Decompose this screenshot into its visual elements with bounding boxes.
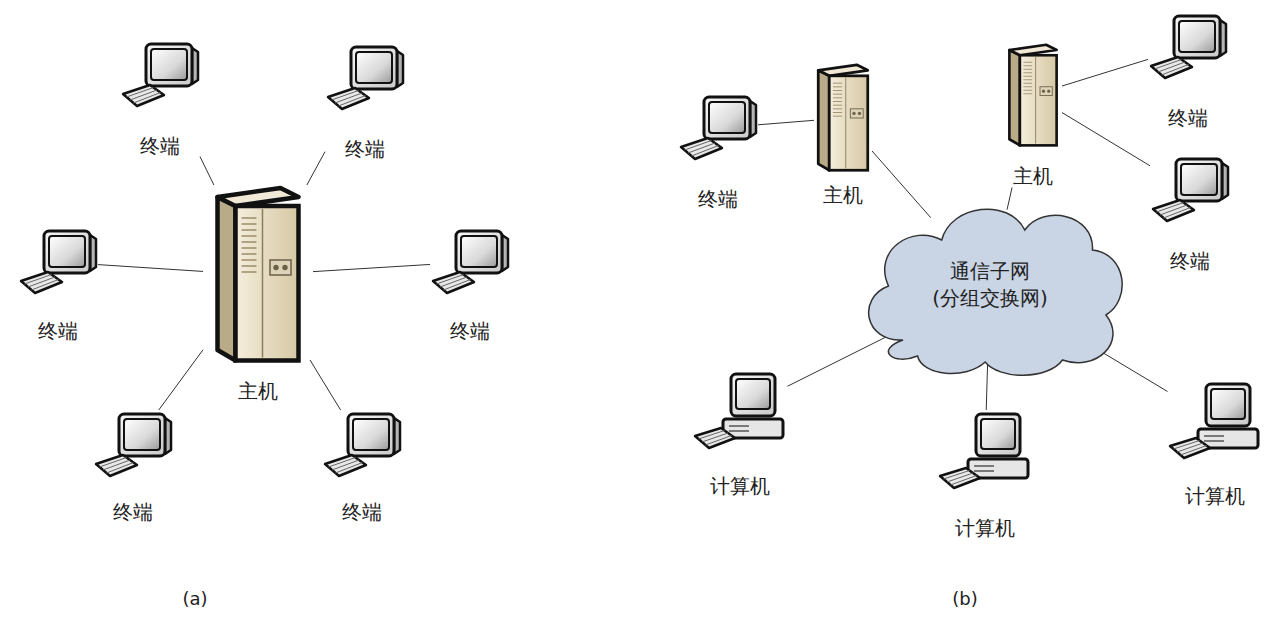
link-line — [200, 157, 214, 185]
terminal-node: 终端 — [1150, 155, 1230, 273]
computer-icon — [938, 410, 1033, 490]
node-label: 终端 — [698, 187, 738, 211]
node-label: 终端 — [345, 137, 385, 161]
link-line — [872, 151, 931, 218]
computer-node: 计算机 — [693, 370, 788, 498]
host-node: 主机 — [1004, 43, 1062, 188]
link-line — [313, 264, 430, 271]
host-node: 主机 — [814, 63, 872, 207]
terminal-node: 终端 — [1148, 12, 1228, 130]
node-label: 计算机 — [710, 474, 770, 498]
terminal-icon — [93, 410, 173, 480]
node-label: 终端 — [450, 319, 490, 343]
terminal-node: 终端 — [120, 40, 200, 158]
figure-tag: (a) — [182, 588, 207, 609]
terminal-icon — [1150, 155, 1230, 225]
link-line — [1007, 188, 1012, 210]
link-line — [1062, 113, 1150, 166]
terminal-node: 终端 — [322, 410, 402, 524]
computer-icon — [693, 370, 788, 450]
link-line — [310, 360, 341, 410]
terminal-node: 终端 — [430, 227, 510, 343]
terminal-icon — [678, 93, 758, 163]
figure-tag: (b) — [952, 588, 977, 609]
node-label: 通信子网 (分组交换网) — [920, 258, 1060, 312]
terminal-node: 终端 — [325, 43, 405, 161]
computer-node: 计算机 — [938, 410, 1033, 540]
terminal-node: 终端 — [93, 410, 173, 524]
subnet-cloud: 通信子网 (分组交换网) — [845, 190, 1135, 380]
server-icon — [1004, 43, 1062, 148]
node-label: 终端 — [113, 500, 153, 524]
node-label: 终端 — [38, 319, 78, 343]
link-line — [986, 361, 987, 410]
server-icon — [203, 185, 313, 365]
link-line — [788, 334, 893, 386]
link-line — [1062, 59, 1148, 86]
node-label: 终端 — [342, 500, 382, 524]
link-line — [758, 120, 814, 124]
computer-icon — [1168, 380, 1263, 460]
terminal-icon — [430, 227, 510, 297]
node-label: 终端 — [1168, 106, 1208, 130]
node-label: 主机 — [238, 379, 278, 403]
link-line — [159, 350, 203, 410]
node-label: 主机 — [1013, 164, 1053, 188]
node-label: 终端 — [1170, 249, 1210, 273]
terminal-icon — [322, 410, 402, 480]
node-label: 终端 — [140, 134, 180, 158]
node-label: 计算机 — [1185, 484, 1245, 508]
link-line — [307, 152, 325, 185]
terminal-icon — [1148, 12, 1228, 82]
node-label: 主机 — [823, 183, 863, 207]
terminal-icon — [325, 43, 405, 113]
link-line — [98, 265, 203, 272]
terminal-node: 终端 — [18, 227, 98, 343]
host-node: 主机 — [203, 185, 313, 403]
cloud-outline — [845, 190, 1135, 380]
server-icon — [814, 63, 872, 173]
computer-node: 计算机 — [1168, 380, 1263, 508]
node-label: 计算机 — [955, 516, 1015, 540]
terminal-node: 终端 — [678, 93, 758, 211]
terminal-icon — [18, 227, 98, 297]
terminal-icon — [120, 40, 200, 110]
